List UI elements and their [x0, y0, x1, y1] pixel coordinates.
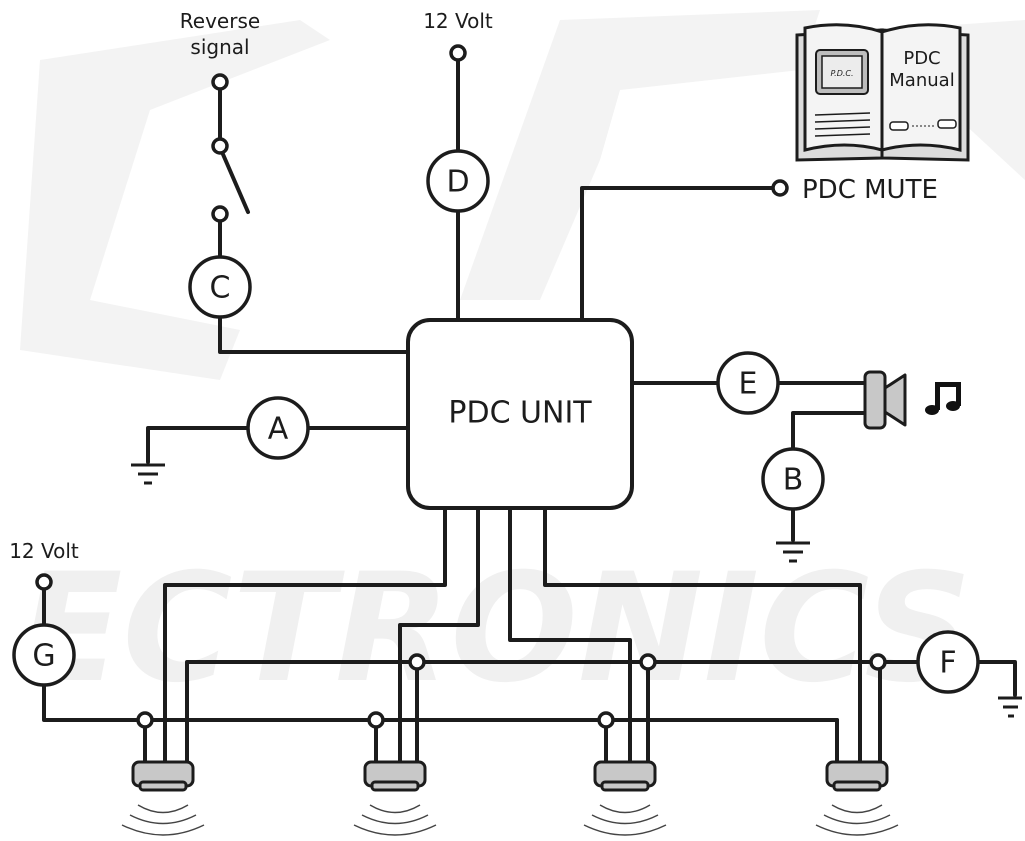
speaker-icon [863, 370, 907, 430]
component-g-label: G [32, 639, 55, 674]
connection-nodes [35, 44, 887, 729]
component-e: E [716, 351, 780, 415]
reverse-signal-label-line2: signal [190, 35, 249, 59]
watermark: ECTRONICS [20, 10, 1025, 716]
node-gnd-3 [869, 653, 887, 671]
music-note-icon [925, 382, 961, 415]
component-b: B [761, 447, 825, 511]
node-bus-2 [367, 711, 385, 729]
manual-title-line1: PDC [903, 48, 940, 69]
watermark-text: ECTRONICS [20, 542, 972, 716]
component-a-label: A [268, 412, 289, 447]
manual-badge: P.D.C. [830, 69, 853, 78]
node-bus-3 [597, 711, 615, 729]
node-switch-top [211, 137, 229, 155]
node-gnd-1 [408, 653, 426, 671]
component-c-label: C [210, 271, 231, 306]
component-b-label: B [783, 463, 804, 498]
pdc-manual-book-icon: P.D.C. PDC Manual [795, 23, 970, 162]
ground-symbol-f [998, 696, 1022, 718]
sensor-2 [353, 760, 437, 836]
node-gnd-2 [639, 653, 657, 671]
sensor-3 [583, 760, 667, 836]
ground-symbol-a [131, 463, 165, 485]
reverse-signal-label-line1: Reverse [180, 9, 260, 33]
sensor-4 [815, 760, 899, 836]
component-d: D [426, 149, 490, 213]
component-d-label: D [446, 165, 469, 200]
component-e-label: E [739, 367, 758, 402]
node-reverse-top [211, 73, 229, 91]
ground-symbol-b [776, 541, 810, 563]
pdc-mute-label: PDC MUTE [802, 175, 938, 205]
node-bus-1 [136, 711, 154, 729]
node-switch-bottom [211, 205, 229, 223]
sensor-1 [121, 760, 205, 836]
pdc-unit: PDC UNIT [406, 318, 634, 510]
component-c: C [188, 255, 252, 319]
voltage-label-top: 12 Volt [423, 9, 493, 33]
component-f-label: F [939, 646, 956, 681]
pdc-unit-label: PDC UNIT [448, 396, 592, 431]
component-a: A [246, 396, 310, 460]
manual-title-line2: Manual [889, 70, 954, 91]
node-mute [771, 179, 789, 197]
component-f: F [916, 630, 980, 694]
node-12v-left [35, 573, 53, 591]
voltage-label-left: 12 Volt [9, 539, 79, 563]
node-12v-top [449, 44, 467, 62]
wires [42, 58, 1017, 770]
component-g: G [12, 623, 76, 687]
